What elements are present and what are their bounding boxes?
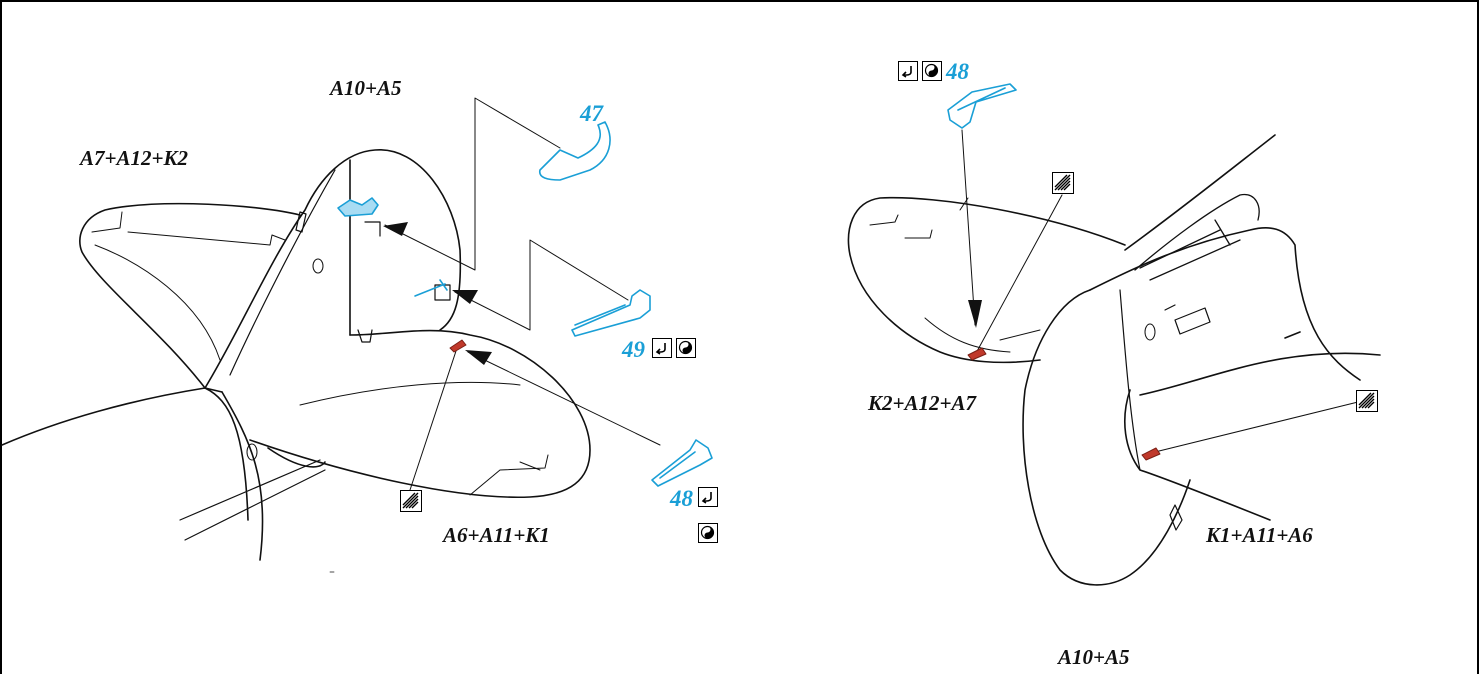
r-fin-panel xyxy=(1164,304,1211,335)
r-leader-sanding-top xyxy=(974,194,1063,356)
fin-cutout-a xyxy=(364,221,381,237)
yin-yang-icon xyxy=(922,61,942,81)
r-arrow-48 xyxy=(968,300,982,328)
part-47-shape xyxy=(538,121,611,181)
frame-border-top xyxy=(0,0,1479,2)
arrow-48 xyxy=(465,350,492,365)
yin-yang-icon xyxy=(676,338,696,358)
arrow-49 xyxy=(452,290,478,304)
stbd-tailplane-inner xyxy=(299,381,549,496)
part-number-48: 48 xyxy=(670,486,693,511)
label-port-tailplane-right: K2+A12+A7 xyxy=(868,391,976,415)
arrow-47 xyxy=(383,222,408,236)
label-fin-parts-right: A10+A5 xyxy=(1058,645,1130,669)
stbd-tailplane-outline xyxy=(249,329,591,499)
left-tail-assembly xyxy=(1,97,661,561)
right-tail-assembly xyxy=(847,129,1381,586)
bend-icon xyxy=(652,338,672,358)
r-part-48-shape xyxy=(947,83,1017,129)
r-leader-sanding-bottom xyxy=(1154,401,1359,453)
label-stbd-tailplane-right: K1+A11+A6 xyxy=(1206,523,1313,547)
r-fin-edge xyxy=(1119,289,1141,471)
tailwheel-mark xyxy=(357,329,373,343)
fuselage-hole xyxy=(246,443,258,461)
sanding-icon xyxy=(400,490,422,512)
label-stbd-tailplane-left: A6+A11+K1 xyxy=(443,523,550,547)
r-canopy xyxy=(1134,193,1260,281)
leader-48 xyxy=(467,351,661,446)
port-tailplane-inner xyxy=(91,211,286,361)
part-number-47: 47 xyxy=(580,101,603,126)
fin-trim-tab xyxy=(295,211,307,233)
r-fuselage-spine xyxy=(1124,134,1276,251)
left-red-part xyxy=(449,339,467,353)
r-port-tailplane xyxy=(847,196,1126,364)
sanding-icon xyxy=(1356,390,1378,412)
part-49-shape xyxy=(571,289,651,337)
fin-leading-edge xyxy=(229,169,336,376)
fuselage-stringer xyxy=(179,459,326,541)
leader-49 xyxy=(454,239,629,331)
r-red-part-bottom xyxy=(1141,447,1161,461)
leader-sanding-left xyxy=(409,344,459,491)
r-fuselage-body xyxy=(1089,227,1361,381)
fin-hole xyxy=(312,258,324,274)
part-number-49: 49 xyxy=(622,337,645,362)
part-49-fitted xyxy=(414,279,448,297)
r-port-tailplane-inner xyxy=(869,197,1041,353)
frame-border-right xyxy=(1477,0,1479,674)
r-fin-hole xyxy=(1144,323,1156,341)
leader-47 xyxy=(384,97,561,271)
yin-yang-icon xyxy=(698,523,718,543)
fuselage-lower xyxy=(204,387,326,561)
fin-outline xyxy=(204,149,462,389)
r-red-part-top xyxy=(967,347,987,361)
fin-cutout-b xyxy=(434,284,451,301)
r-fin xyxy=(1022,289,1191,586)
r-stbd-tailplane xyxy=(1124,331,1381,521)
r-leader-48 xyxy=(961,129,976,326)
bend-icon xyxy=(898,61,918,81)
label-port-tailplane-left: A7+A12+K2 xyxy=(80,146,188,170)
sanding-icon xyxy=(1052,172,1074,194)
part-47-fitted xyxy=(337,197,379,217)
r-fin-tab xyxy=(1169,504,1183,531)
left-photoetch-parts xyxy=(337,121,713,487)
fuselage-top xyxy=(1,387,223,446)
port-tailplane-outline xyxy=(79,202,301,389)
frame-border-left xyxy=(0,0,2,674)
label-fin-parts-left: A10+A5 xyxy=(330,76,402,100)
bend-icon xyxy=(698,487,718,507)
r-part-number-48: 48 xyxy=(946,59,969,84)
part-48-shape xyxy=(651,439,713,487)
